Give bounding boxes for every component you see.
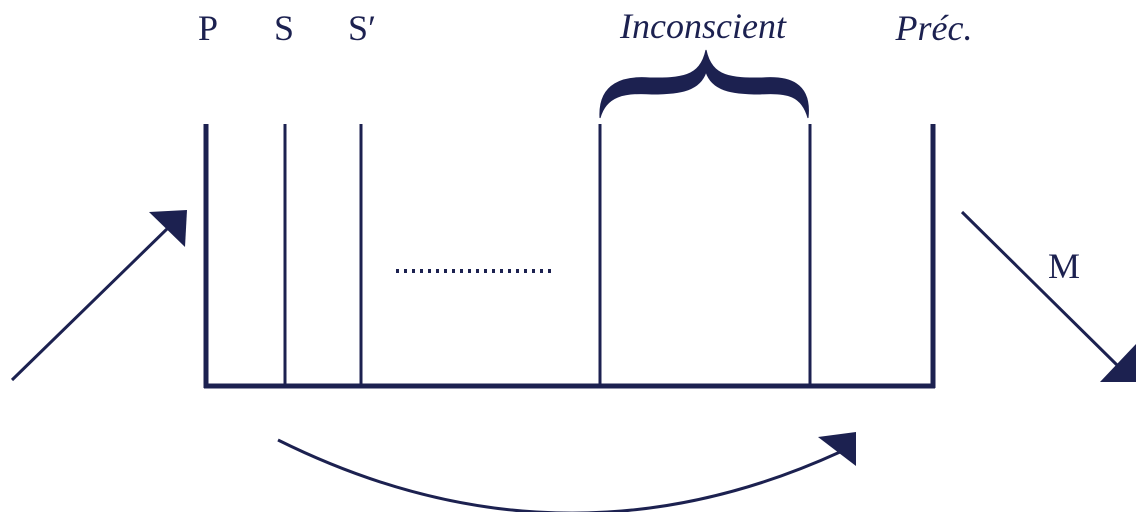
incoming-arrow-head bbox=[149, 210, 187, 247]
curly-brace bbox=[599, 49, 809, 119]
outgoing-arrow-shaft bbox=[960, 210, 1120, 368]
incoming-arrow-shaft bbox=[10, 224, 172, 382]
bottom-curved-arrow bbox=[277, 438, 841, 512]
label-m: M bbox=[1048, 246, 1080, 286]
label-prec: Préc. bbox=[895, 8, 973, 48]
label-s-prime: S′ bbox=[348, 8, 376, 48]
bottom-arrow-head bbox=[818, 432, 856, 466]
label-p: P bbox=[198, 8, 218, 48]
label-inconscient: Inconscient bbox=[619, 6, 787, 46]
label-s: S bbox=[274, 8, 294, 48]
outgoing-arrow-head bbox=[1100, 344, 1136, 382]
